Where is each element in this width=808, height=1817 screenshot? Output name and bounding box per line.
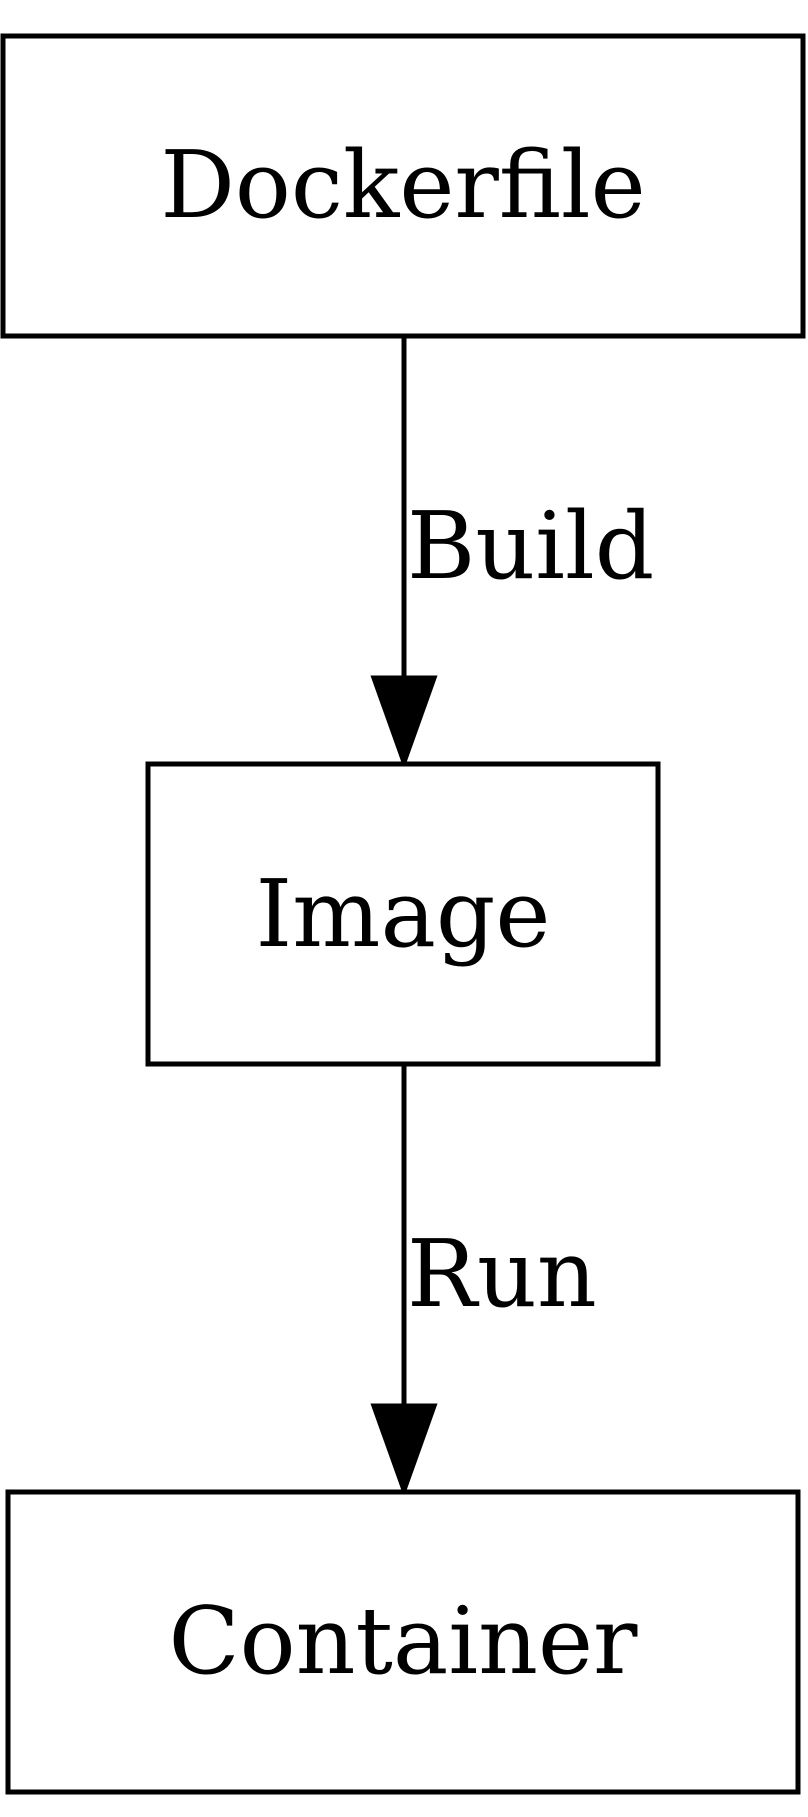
node-image: Image xyxy=(145,761,661,1067)
node-dockerfile-label: Dockerfile xyxy=(160,131,645,239)
edge-build: Build xyxy=(370,336,654,770)
edge-run-label: Run xyxy=(407,1220,597,1328)
edge-build-arrowhead xyxy=(370,675,438,770)
edge-run-arrowhead xyxy=(370,1403,438,1498)
edge-run: Run xyxy=(370,1064,597,1498)
node-dockerfile-box xyxy=(0,33,806,339)
node-image-label: Image xyxy=(256,860,551,968)
edge-build-label: Build xyxy=(407,492,654,600)
node-container-box xyxy=(5,1489,801,1795)
node-container: Container xyxy=(5,1489,801,1795)
node-image-box xyxy=(145,761,661,1067)
node-container-label: Container xyxy=(169,1587,639,1695)
node-dockerfile: Dockerfile xyxy=(0,33,806,339)
